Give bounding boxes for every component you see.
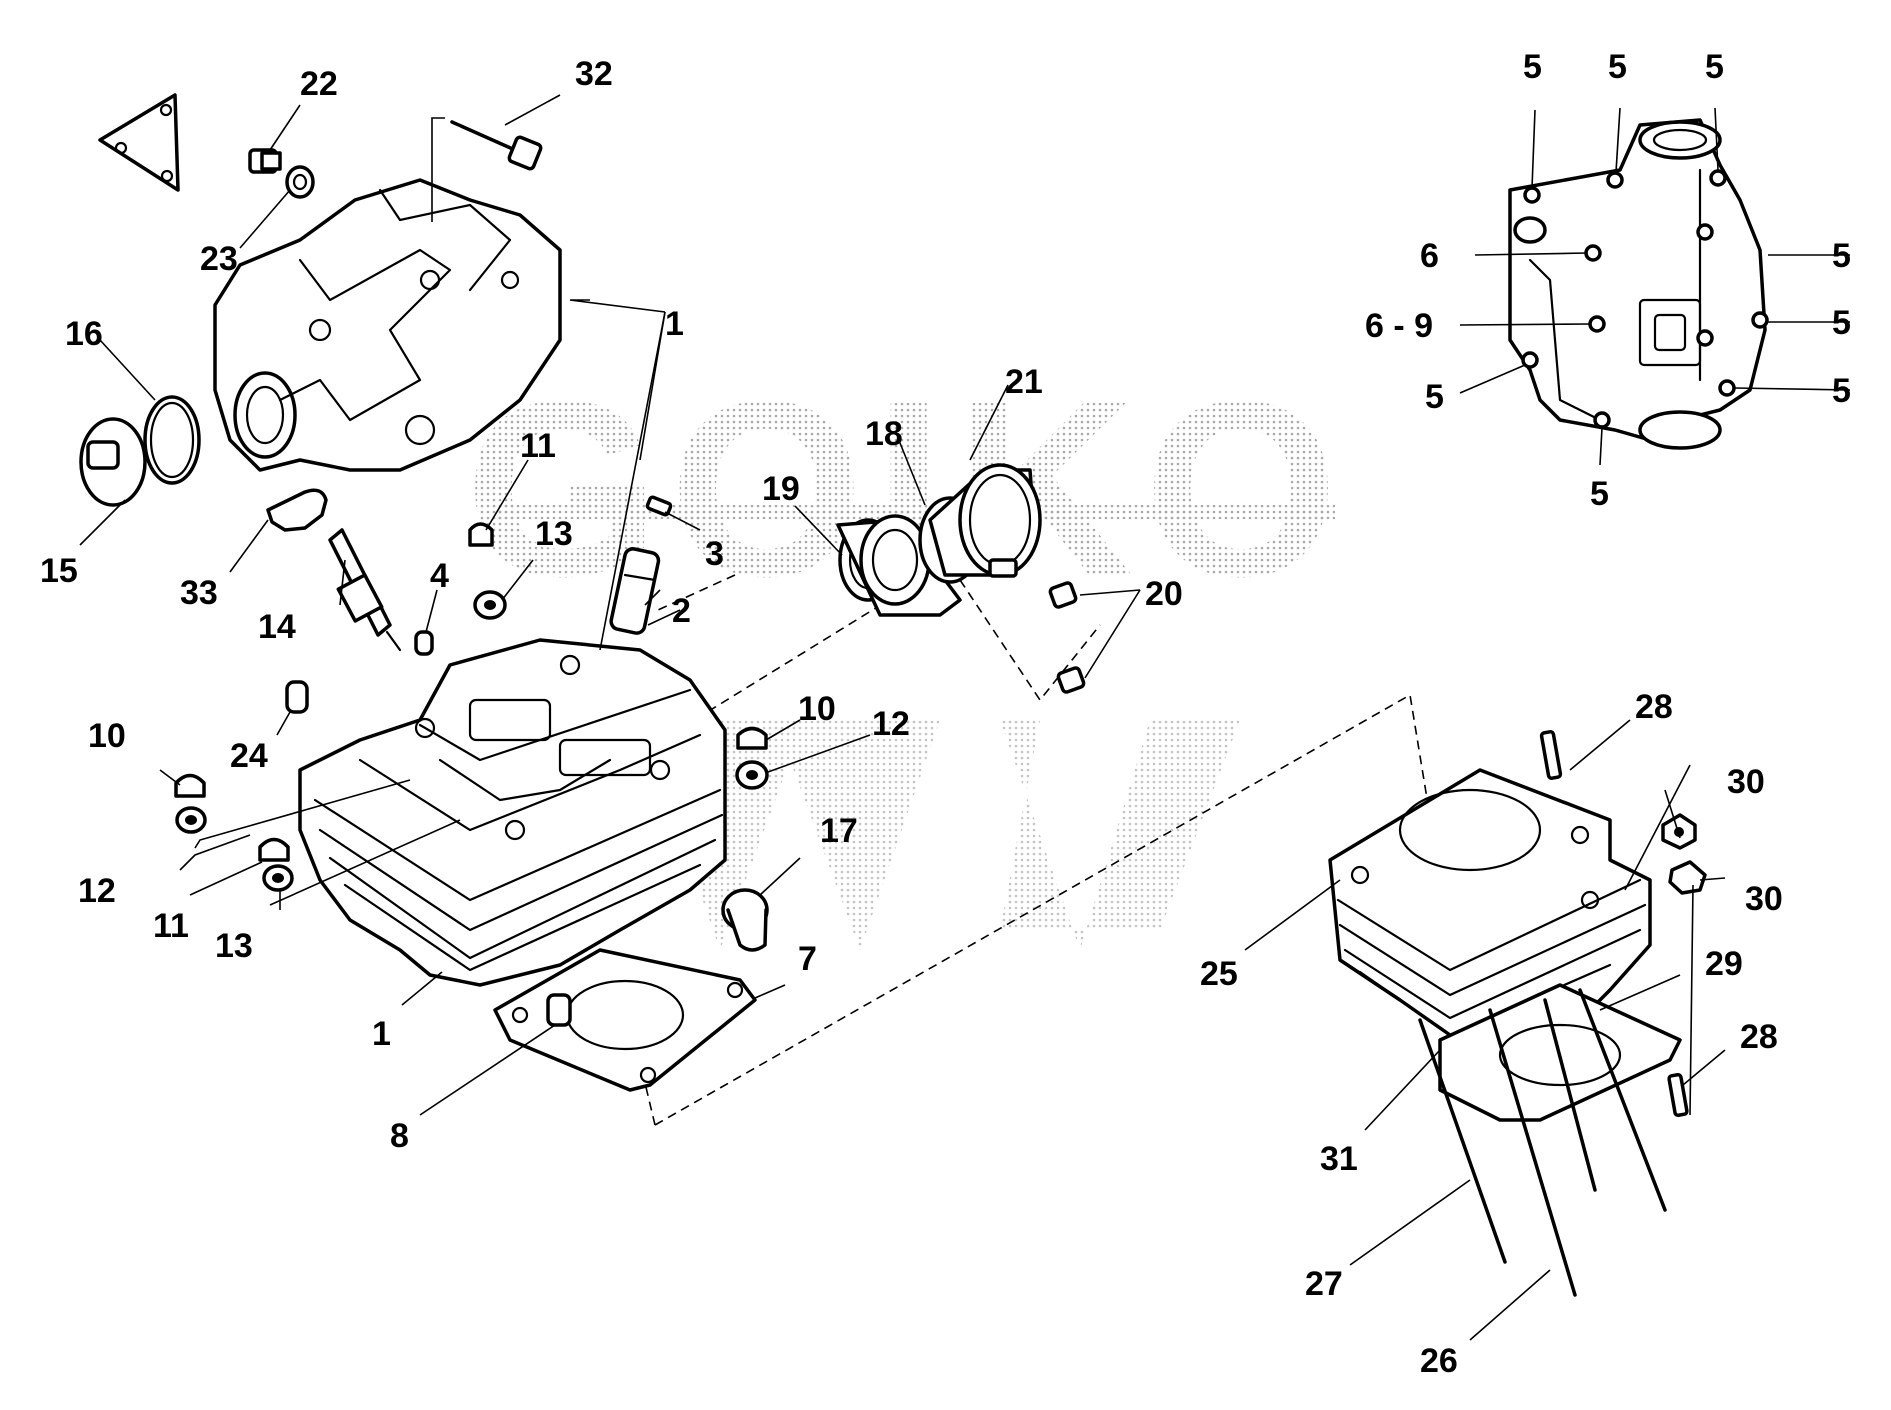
callout-18: 18 — [865, 415, 903, 453]
cylinder-head-part — [298, 638, 727, 987]
cap-17 — [721, 888, 769, 952]
retainer-3 — [645, 495, 673, 517]
callout-24: 24 — [230, 737, 268, 775]
bolts-20 — [1048, 581, 1086, 694]
callout-29: 29 — [1705, 945, 1743, 983]
callout-14: 14 — [258, 608, 296, 646]
callout-26: 26 — [1420, 1342, 1458, 1380]
inset-callout-6-9: 6 - 9 — [1365, 307, 1433, 345]
inset-callout-5-bottom: 5 — [1590, 475, 1609, 513]
callout-27: 27 — [1305, 1265, 1343, 1303]
bolt-22-washer-23 — [248, 148, 315, 199]
callout-30-bottom: 30 — [1745, 880, 1783, 918]
inset-callout-5-b: 5 — [1608, 48, 1627, 86]
callout-7: 7 — [798, 940, 817, 978]
callout-32: 32 — [575, 55, 613, 93]
callout-16: 16 — [65, 315, 103, 353]
cap-nut-11-bottom — [258, 837, 290, 862]
plug-15-oring-16 — [79, 395, 201, 507]
inset-callout-5-a: 5 — [1523, 48, 1542, 86]
callout-10-left: 10 — [88, 717, 126, 755]
callout-labels: 32 22 23 16 1 15 33 14 4 11 13 3 2 24 10… — [40, 48, 1851, 1380]
callout-12-right: 12 — [872, 705, 910, 743]
head-gasket-7 — [493, 948, 757, 1092]
inset-callout-5-c: 5 — [1705, 48, 1724, 86]
inset-callout-5-r3: 5 — [1832, 372, 1851, 410]
intake-flange-19 — [836, 514, 962, 617]
callout-19: 19 — [762, 470, 800, 508]
callout-10-right: 10 — [798, 690, 836, 728]
callout-28-bottom: 28 — [1740, 1018, 1778, 1056]
small-hardware — [174, 522, 769, 892]
callout-25: 25 — [1200, 955, 1238, 993]
cap-nut-11-top — [468, 522, 494, 547]
cap-nut-10-left — [174, 773, 206, 798]
nuts-30 — [1661, 813, 1707, 895]
callout-21: 21 — [1005, 363, 1043, 401]
callout-12-left: 12 — [78, 872, 116, 910]
callout-15: 15 — [40, 552, 78, 590]
callout-33: 33 — [180, 574, 218, 612]
spark-plug-cap-33 — [266, 488, 328, 532]
head-cover-part — [213, 178, 562, 472]
cap-nut-10-right — [736, 726, 768, 750]
callout-3: 3 — [705, 535, 724, 573]
callout-17: 17 — [820, 812, 858, 850]
callout-11-bottom: 11 — [153, 907, 189, 945]
dowel-24 — [285, 680, 309, 714]
callout-31: 31 — [1320, 1140, 1358, 1178]
valve-guide-2 — [609, 547, 661, 635]
callout-30-top: 30 — [1727, 763, 1765, 801]
callout-13-top: 13 — [535, 515, 573, 553]
callout-4: 4 — [430, 557, 449, 595]
cylinder-block-25 — [1328, 768, 1652, 1042]
callout-1-top: 1 — [665, 305, 684, 343]
callout-22: 22 — [300, 65, 338, 103]
leader-lines — [79, 94, 1851, 1341]
callout-11-top: 11 — [520, 427, 556, 465]
inset-callout-6: 6 — [1420, 237, 1439, 275]
callout-1-bottom: 1 — [372, 1015, 391, 1053]
callout-8: 8 — [390, 1117, 409, 1155]
inset-callout-5-l: 5 — [1425, 378, 1444, 416]
cylinder-studs — [1418, 730, 1689, 1297]
triangle-cover-plate — [98, 93, 180, 192]
inset-callout-5-r1: 5 — [1832, 237, 1851, 275]
callout-20: 20 — [1145, 575, 1183, 613]
callout-28-top: 28 — [1635, 688, 1673, 726]
spark-plug-14 — [328, 528, 402, 652]
cover-bolt-32 — [450, 120, 543, 171]
callout-23: 23 — [200, 240, 238, 278]
callout-2: 2 — [672, 592, 691, 630]
inset-head-view — [1508, 118, 1769, 450]
inset-callout-5-r2: 5 — [1832, 304, 1851, 342]
assembly-dashed-lines — [639, 574, 1466, 1126]
callout-13-bottom: 13 — [215, 927, 253, 965]
intake-clamp-21 — [928, 463, 1042, 578]
dowel-4 — [414, 630, 434, 656]
